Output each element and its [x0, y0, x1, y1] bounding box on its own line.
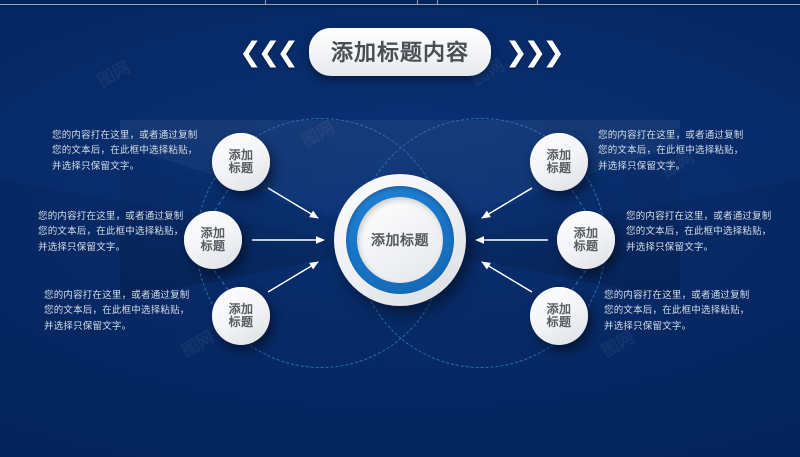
hub-core: 添加标题	[357, 197, 443, 283]
ruler-line	[0, 4, 800, 5]
title-pill-label: 添加标题内容	[308, 28, 491, 76]
node-label-line1: 添加	[228, 147, 254, 162]
node-label-line1: 添加	[200, 225, 226, 240]
node-label-line1: 添加	[546, 147, 572, 162]
arrow-left-top	[267, 187, 319, 219]
node-right-bottom[interactable]: 添加 标题	[530, 287, 588, 345]
node-label-line1: 添加	[228, 301, 254, 316]
node-right-top[interactable]: 添加 标题	[530, 133, 588, 191]
blurb-right-bottom[interactable]: 您的内容打在这里，或者通过复制您的文本后，在此框中选择粘贴，并选择只保留文字。	[604, 290, 750, 332]
blurb-left-bottom[interactable]: 您的内容打在这里，或者通过复制您的文本后，在此框中选择粘贴，并选择只保留文字。	[44, 290, 190, 332]
chevron-right-icon: ❯❯❯	[505, 36, 565, 67]
ruler-tick	[437, 0, 438, 5]
blurb-right-middle[interactable]: 您的内容打在这里，或者通过复制您的文本后，在此框中选择粘贴，并选择只保留文字。	[626, 211, 772, 253]
hub-accent-ring: 添加标题	[346, 186, 454, 294]
node-right-middle[interactable]: 添加 标题	[557, 211, 615, 269]
node-left-middle[interactable]: 添加 标题	[184, 211, 242, 269]
ruler-tick	[265, 0, 266, 5]
ruler-tick	[417, 0, 418, 5]
arrow-right-bottom	[481, 261, 533, 293]
node-left-top[interactable]: 添加 标题	[212, 133, 270, 191]
node-label-line2: 标题	[228, 161, 254, 175]
node-label-line2: 标题	[200, 239, 226, 253]
node-label-line2: 标题	[546, 315, 572, 329]
arrow-left-bottom	[267, 261, 319, 293]
node-chain-dashes	[213, 189, 587, 291]
flow-arrows	[252, 187, 548, 293]
page-title: ❮❮❮ 添加标题内容 ❯❯❯	[0, 28, 800, 76]
node-label-line2: 标题	[546, 161, 572, 175]
blurb-left-middle[interactable]: 您的内容打在这里，或者通过复制您的文本后，在此框中选择粘贴，并选择只保留文字。	[38, 211, 184, 253]
node-left-bottom[interactable]: 添加 标题	[212, 287, 270, 345]
node-label-line2: 标题	[573, 239, 599, 253]
blurb-right-top[interactable]: 您的内容打在这里，或者通过复制您的文本后，在此框中选择粘贴，并选择只保留文字。	[598, 130, 744, 172]
chevron-left-icon: ❮❮❮	[239, 36, 299, 67]
node-label-line1: 添加	[546, 301, 572, 316]
ruler-strip	[0, 0, 800, 8]
ruler-tick	[537, 0, 538, 5]
node-label-line2: 标题	[228, 315, 254, 329]
hub-circle[interactable]: 添加标题	[334, 174, 466, 306]
hub-label: 添加标题	[371, 232, 429, 248]
blurb-left-top[interactable]: 您的内容打在这里，或者通过复制您的文本后，在此框中选择粘贴，并选择只保留文字。	[52, 130, 198, 172]
node-label-line1: 添加	[573, 225, 599, 240]
arrow-right-top	[481, 187, 533, 219]
